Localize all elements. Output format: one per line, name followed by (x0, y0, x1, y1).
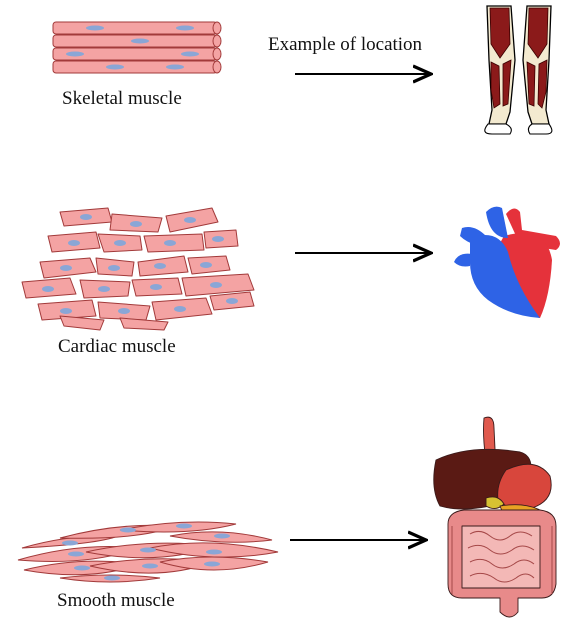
digestive-organs-icon (434, 417, 556, 617)
legs-muscle-icon (485, 6, 552, 134)
skeletal-muscle-label: Skeletal muscle (62, 88, 182, 110)
example-location-label: Example of location (268, 34, 422, 56)
smooth-muscle-illustration (18, 522, 278, 582)
cardiac-muscle-label: Cardiac muscle (58, 336, 176, 358)
skeletal-muscle-illustration (53, 22, 221, 73)
cardiac-muscle-illustration (22, 208, 254, 330)
heart-icon (454, 207, 560, 318)
smooth-muscle-label: Smooth muscle (57, 590, 175, 612)
